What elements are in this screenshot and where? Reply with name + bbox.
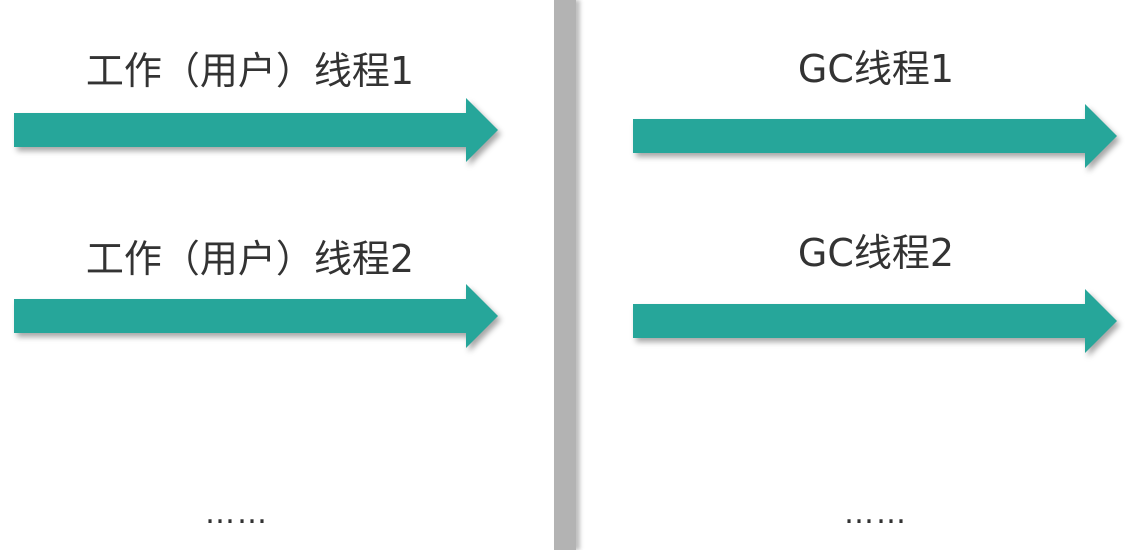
user-thread-1-label: 工作（用户）线程1	[85, 49, 415, 93]
left-ellipsis: ……	[205, 496, 269, 531]
gc-thread-1-label: GC线程1	[797, 47, 955, 91]
divider	[554, 0, 576, 550]
right-ellipsis: ……	[844, 496, 908, 531]
user-thread-2-arrow	[14, 284, 498, 348]
user-thread-2-label: 工作（用户）线程2	[85, 237, 415, 281]
gc-thread-2-arrow	[633, 289, 1117, 353]
gc-thread-1-arrow	[633, 104, 1117, 168]
user-thread-1-arrow	[14, 98, 498, 162]
gc-thread-2-label: GC线程2	[797, 231, 955, 275]
